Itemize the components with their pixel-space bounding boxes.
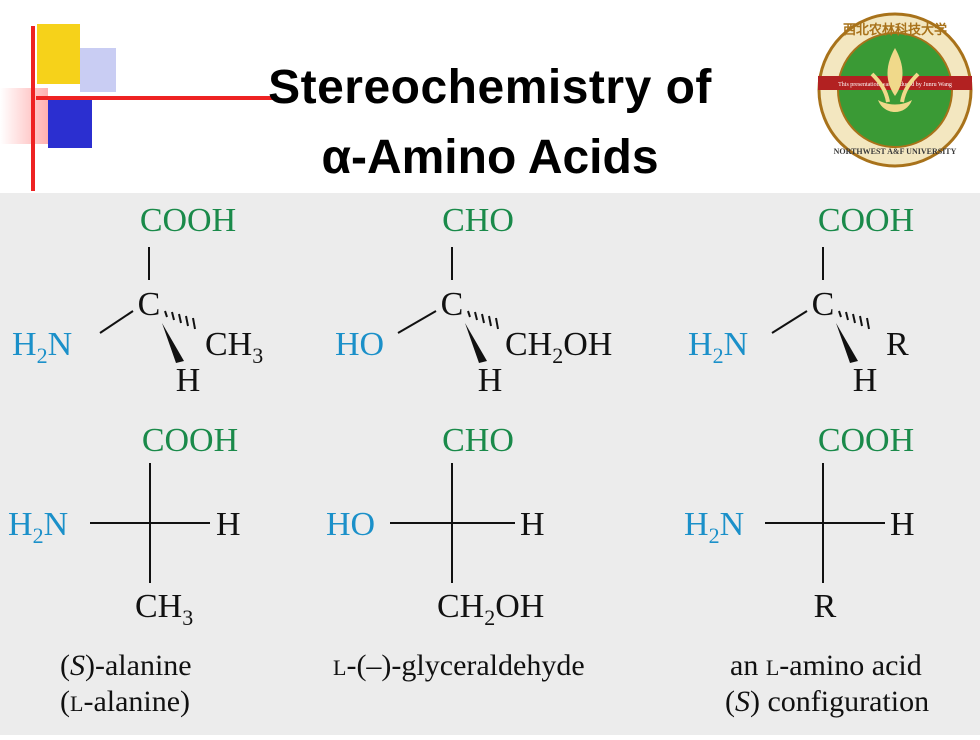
f1-caption-line1: (S)-alanine — [60, 649, 192, 682]
f1-left-group: H2N — [8, 506, 68, 548]
fischer-projection-3: COOH H2N H R an L-amino acid (S) configu… — [684, 422, 929, 718]
fischer-projection-1: COOH H2N H CH3 (S)-alanine (L-alanine) — [8, 422, 241, 718]
m3-wedge-bond — [836, 323, 858, 363]
f2-right-group: H — [520, 506, 545, 543]
f1-bottom-group: CH3 — [135, 588, 193, 630]
m1-hashed-bond — [164, 310, 196, 330]
f1-caption-line2: (L-alanine) — [60, 685, 190, 718]
deco-block-lightblue — [80, 48, 116, 92]
m2-top-group: CHO — [442, 202, 514, 239]
university-logo: 西北农林科技大学 This presentation was produced … — [817, 12, 973, 168]
slide-title-line2: α-Amino Acids — [321, 131, 659, 184]
logo-chinese-text: 西北农林科技大学 — [843, 22, 947, 37]
m2-bottom-group: H — [478, 362, 503, 399]
f2-top-group: CHO — [442, 422, 514, 459]
f3-left-group: H2N — [684, 506, 744, 548]
f3-caption-line1: an L-amino acid — [730, 649, 922, 682]
chemistry-panel: COOH C H2N CH3 H CHO C HO CH2OH H — [0, 193, 980, 735]
m1-left-group: H2N — [12, 326, 72, 368]
m2-hashed-bond — [467, 310, 499, 330]
wedge-structure-1: COOH C H2N CH3 H — [12, 202, 263, 399]
m1-center-carbon: C — [138, 286, 161, 323]
f3-bottom-group: R — [814, 588, 837, 625]
m3-center-carbon: C — [812, 286, 835, 323]
deco-vertical-line — [31, 26, 35, 191]
m3-bottom-group: H — [853, 362, 878, 399]
f3-right-group: H — [890, 506, 915, 543]
logo-ring-text: NORTHWEST A&F UNIVERSITY — [834, 147, 957, 156]
f3-caption-line2: (S) configuration — [725, 685, 929, 718]
m1-top-group: COOH — [140, 202, 236, 239]
m1-right-group: CH3 — [205, 326, 263, 368]
f2-left-group: HO — [326, 506, 375, 543]
wedge-structure-2: CHO C HO CH2OH H — [335, 202, 612, 399]
f1-top-group: COOH — [142, 422, 238, 459]
m3-left-group: H2N — [688, 326, 748, 368]
f2-bottom-group: CH2OH — [437, 588, 544, 630]
m2-center-carbon: C — [441, 286, 464, 323]
f1-right-group: H — [216, 506, 241, 543]
f3-top-group: COOH — [818, 422, 914, 459]
m1-bottom-group: H — [176, 362, 201, 399]
m2-left-group: HO — [335, 326, 384, 363]
deco-block-yellow — [37, 24, 80, 84]
m1-wedge-bond — [162, 323, 184, 363]
m2-wedge-bond — [465, 323, 487, 363]
slide-title-line1: Stereochemistry of — [268, 61, 712, 114]
deco-horizontal-line — [36, 96, 276, 100]
wedge-structure-3: COOH C H2N R H — [688, 202, 914, 399]
m3-top-group: COOH — [818, 202, 914, 239]
m2-right-group: CH2OH — [505, 326, 612, 368]
fischer-projection-2: CHO HO H CH2OH L-(–)-glyceraldehyde — [326, 422, 585, 682]
m3-right-group: R — [886, 326, 909, 363]
f2-caption-line1: L-(–)-glyceraldehyde — [333, 649, 585, 682]
m3-hashed-bond — [838, 310, 870, 330]
deco-block-blue — [48, 100, 92, 148]
